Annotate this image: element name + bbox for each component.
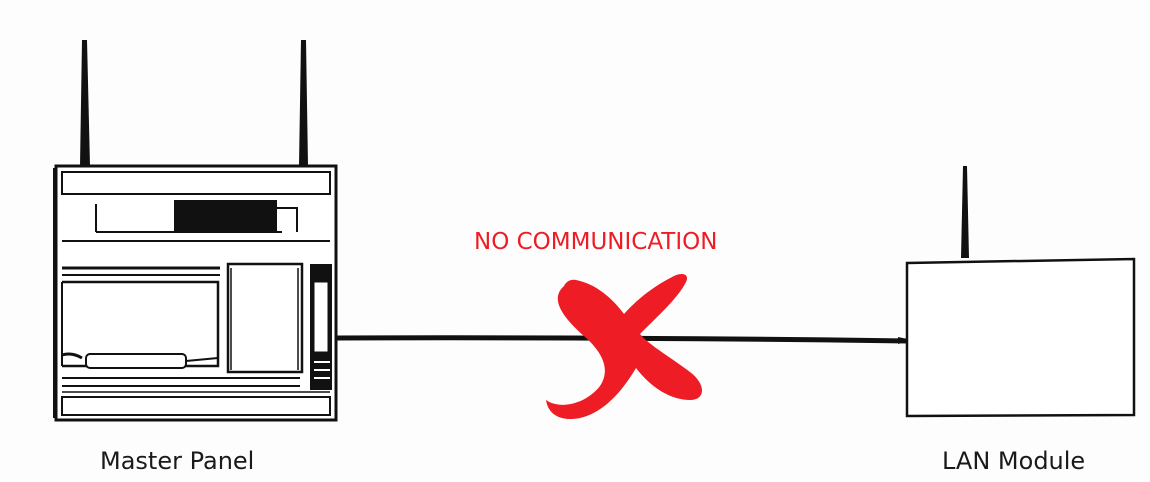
master-terminal-block [228, 264, 302, 372]
master-antenna-left [80, 40, 90, 166]
status-no-communication: NO COMMUNICATION [474, 229, 717, 255]
lan-module-illustration [907, 166, 1134, 416]
broken-link-x-icon [546, 274, 702, 419]
lan-module-label: LAN Module [942, 447, 1085, 475]
master-panel-illustration [54, 40, 336, 420]
master-panel-label: Master Panel [100, 447, 254, 475]
master-display [174, 200, 277, 231]
master-top-strip [62, 172, 330, 194]
master-battery [86, 354, 186, 368]
master-antenna-right [299, 40, 308, 166]
master-bottom-strip [62, 397, 330, 415]
lan-module-body [907, 259, 1134, 416]
lan-antenna [961, 166, 969, 258]
